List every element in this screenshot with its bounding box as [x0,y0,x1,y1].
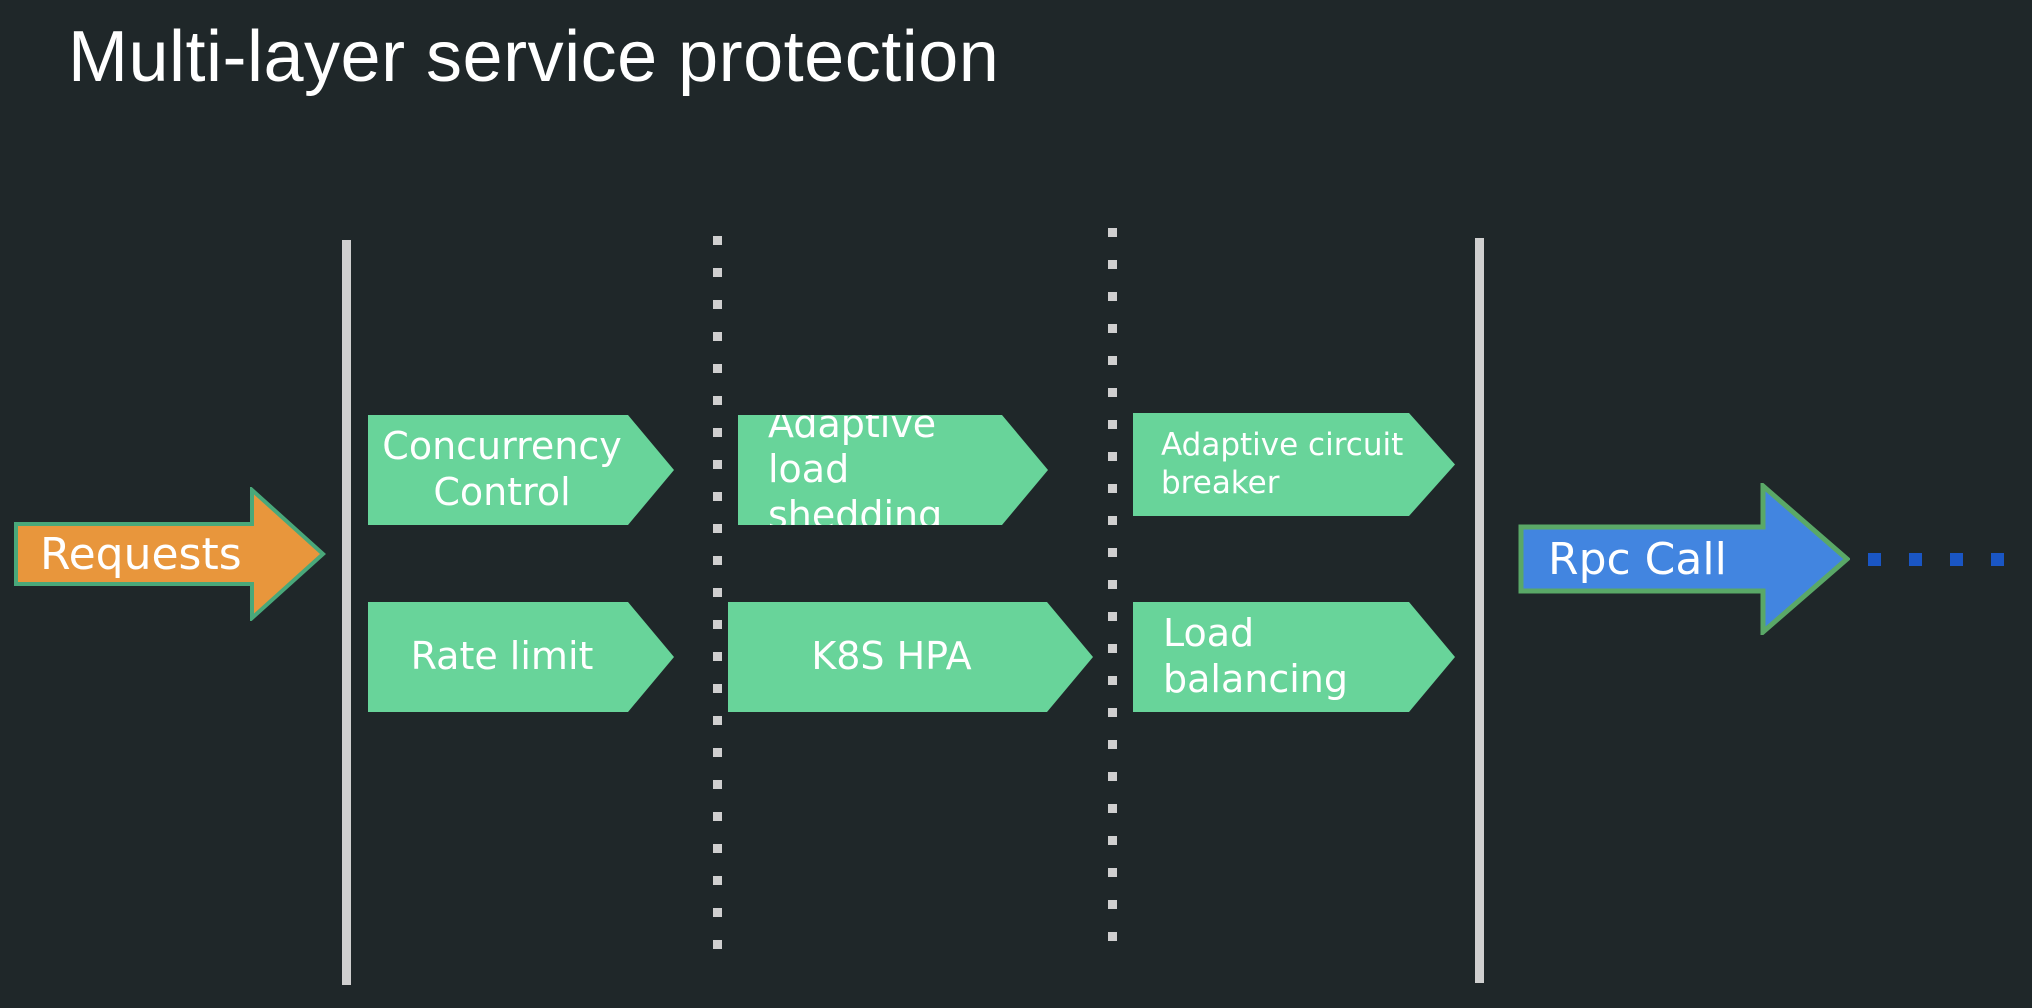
stage-label: Adaptive circuit breaker [1161,427,1404,501]
requests-arrow-label: Requests [40,528,242,580]
stage-box-k8s-hpa[interactable]: K8S HPA [728,602,1093,712]
stage-label: Load balancing [1163,611,1348,701]
stage-label: Adaptive load shedding [768,401,943,537]
rpc-call-arrow[interactable]: Rpc Call [1518,483,1850,635]
stage-label: Rate limit [410,634,594,679]
boundary-line-left [342,240,351,985]
requests-arrow-shape [14,487,326,621]
stage-box-concurrency-control[interactable]: Concurrency Control [368,415,674,525]
trailing-dot [1991,553,2004,566]
stage-box-rate-limit[interactable]: Rate limit [368,602,674,712]
page-title: Multi-layer service protection [68,17,1000,97]
stage-box-load-balancing[interactable]: Load balancing [1133,602,1455,712]
trailing-dot [1868,553,1881,566]
trailing-dots-group [1868,553,2004,566]
rpc-call-arrow-label: Rpc Call [1548,533,1727,585]
divider-dotted-two [1108,228,1117,964]
stage-box-adaptive-load-shedding[interactable]: Adaptive load shedding [738,415,1048,525]
requests-arrow[interactable]: Requests [14,487,326,621]
stage-label: K8S HPA [811,634,972,679]
stage-label: Concurrency Control [382,424,622,514]
trailing-dot [1909,553,1922,566]
divider-dotted-one [713,236,722,972]
trailing-dot [1950,553,1963,566]
rpc-call-arrow-shape [1518,483,1850,635]
stage-box-adaptive-circuit-breaker[interactable]: Adaptive circuit breaker [1133,413,1455,516]
boundary-line-right [1475,238,1484,983]
